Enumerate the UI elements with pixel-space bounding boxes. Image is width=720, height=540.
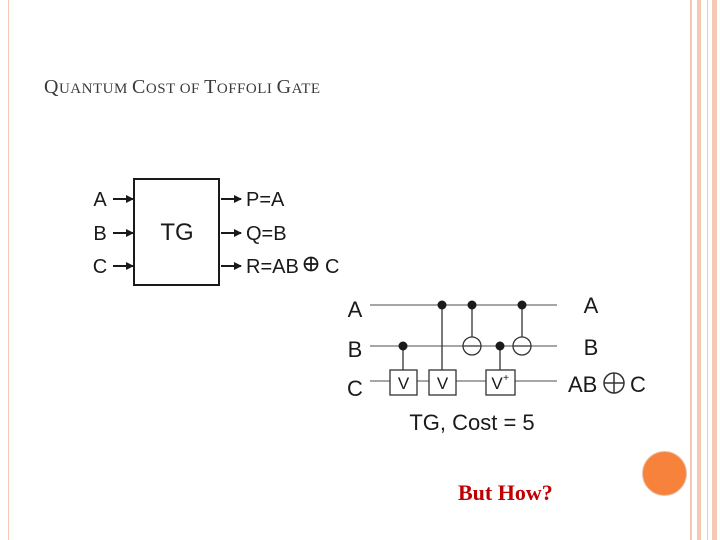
title-word: UANTUM	[58, 81, 133, 97]
circuit-output-a-label: A	[584, 293, 599, 318]
control-dot	[467, 300, 477, 310]
frame-right-line	[712, 0, 717, 540]
v-gate-label: V	[437, 374, 449, 393]
control-dot	[437, 300, 447, 310]
circuit-output-b-label: B	[584, 335, 599, 360]
frame-right-line	[697, 0, 701, 540]
circuit-input-a-label: A	[348, 297, 363, 322]
v-dagger-gate-box	[485, 369, 516, 396]
title-word: OST	[145, 81, 180, 97]
block-output-r-suffix: C	[325, 256, 339, 278]
block-input-b-label: B	[93, 223, 106, 245]
control-dot	[517, 300, 527, 310]
toffoli-block-diagram: TG A B C P=A Q=B R=AB C	[93, 178, 339, 286]
circuit-input-b-label: B	[348, 337, 363, 362]
xor-symbol-icon	[603, 372, 625, 394]
v-gate-label: V	[398, 374, 410, 393]
v-dagger-gate-label: V	[491, 374, 503, 393]
circuit-output-c-label: C	[630, 372, 646, 397]
block-output-p-label: P=A	[246, 189, 285, 211]
title-initial: C	[132, 76, 146, 98]
title-word: OF	[179, 81, 205, 97]
cnot-target-icon	[462, 336, 482, 356]
title-initial: G	[276, 76, 292, 98]
v-gate-box	[428, 369, 457, 396]
title-word: OFFOLI	[216, 81, 277, 97]
frame-right-line	[707, 0, 708, 540]
frame-left-line	[8, 0, 9, 540]
xor-symbol-icon	[303, 256, 319, 272]
tg-box-label: TG	[160, 219, 193, 246]
frame-right-line	[690, 0, 692, 540]
v-dagger-superscript: +	[503, 373, 509, 384]
title-initial: T	[204, 76, 217, 98]
block-input-a-label: A	[93, 189, 107, 211]
cnot-target-icon	[512, 336, 532, 356]
slide-title: QUANTUM COST OF TOFFOLI GATE	[44, 76, 321, 99]
control-dot	[495, 341, 505, 351]
block-output-r-label: R=AB	[246, 256, 299, 278]
footnote-text: But How?	[458, 480, 553, 505]
title-word: ATE	[291, 81, 321, 97]
v-gate-box	[389, 369, 418, 396]
block-input-c-label: C	[93, 256, 107, 278]
decorative-orange-dot	[642, 451, 687, 496]
circuit-output-ab-label: AB	[568, 372, 597, 397]
title-initial: Q	[44, 76, 59, 98]
circuit-caption: TG, Cost = 5	[409, 410, 534, 435]
toffoli-circuit: A B C V V V + A B AB	[347, 293, 646, 435]
control-dot	[398, 341, 408, 351]
block-output-q-label: Q=B	[246, 223, 287, 245]
tg-box	[133, 178, 220, 286]
circuit-input-c-label: C	[347, 376, 363, 401]
